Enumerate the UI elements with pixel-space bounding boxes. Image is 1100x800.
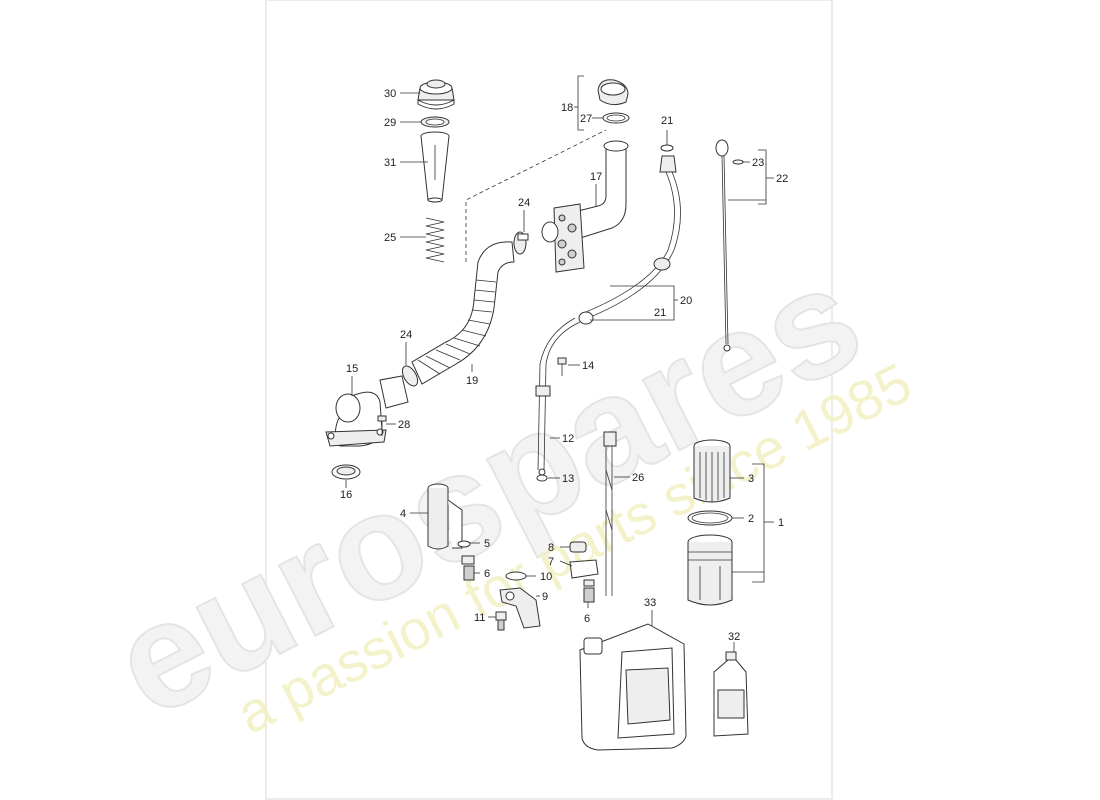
callout-13: 13 — [562, 473, 574, 485]
part-27-seal — [602, 112, 630, 124]
callout-2: 2 — [748, 513, 754, 525]
callout-10: 10 — [540, 571, 552, 583]
callout-28: 28 — [398, 419, 410, 431]
part-1-filter-housing — [687, 534, 733, 606]
callout-12: 12 — [562, 433, 574, 445]
part-24-clamp-lower — [401, 365, 419, 387]
callout-4: 4 — [400, 508, 406, 520]
part-29-seal — [420, 116, 450, 128]
part-4-breather — [427, 483, 463, 550]
part-33-canister — [579, 623, 687, 751]
part-22-dipstick — [715, 139, 744, 352]
callout-31: 31 — [384, 157, 396, 169]
callout-25: 25 — [384, 232, 396, 244]
part-17-filler-neck — [541, 140, 629, 273]
part-32-bottle — [713, 651, 749, 737]
part-12-tube — [535, 317, 581, 476]
part-28-screw — [377, 415, 387, 436]
part-31-insert — [420, 131, 450, 203]
callout-11: 11 — [474, 612, 485, 624]
part-24-clamp-upper — [513, 231, 529, 255]
part-14-screw — [557, 357, 567, 376]
part-5-seal — [457, 540, 471, 548]
callout-6-left: 6 — [484, 568, 490, 580]
callout-30: 30 — [384, 88, 396, 100]
part-3-filter-element — [693, 439, 731, 503]
part-21-seal-upper — [660, 144, 674, 152]
callout-22: 22 — [776, 173, 788, 185]
callout-7: 7 — [548, 556, 554, 568]
callout-33: 33 — [644, 597, 656, 609]
callout-15: 15 — [346, 363, 358, 375]
callout-20: 20 — [680, 295, 692, 307]
part-9-pipe — [499, 587, 541, 629]
callout-26: 26 — [632, 472, 644, 484]
part-7-bracket — [569, 559, 599, 579]
callout-27: 27 — [580, 113, 592, 125]
part-6-screw-right — [583, 579, 595, 603]
callout-21-lower: 21 — [654, 307, 666, 319]
callout-24-upper: 24 — [518, 197, 530, 209]
part-10-seal — [505, 571, 527, 581]
part-2-seal — [687, 510, 733, 526]
callout-labels: 30 29 31 25 18 27 21 17 24 23 22 20 21 2… — [340, 88, 788, 643]
part-20-guide-tube — [578, 155, 681, 325]
part-8-cushion — [569, 541, 587, 553]
callout-19: 19 — [466, 375, 478, 387]
part-16-seal — [331, 464, 361, 480]
part-25-spring — [425, 217, 445, 263]
part-11-screw — [495, 611, 507, 631]
callout-23: 23 — [752, 157, 764, 169]
part-26-dipstick-tube — [603, 431, 617, 596]
callout-8: 8 — [548, 542, 554, 554]
part-15-elbow — [325, 375, 409, 447]
callout-24-lower: 24 — [400, 329, 412, 341]
part-18-cap — [597, 79, 629, 106]
callout-3: 3 — [748, 473, 754, 485]
callout-6-right: 6 — [584, 613, 590, 625]
part-6-screw-left — [461, 555, 475, 581]
callout-9: 9 — [542, 591, 548, 603]
callout-29: 29 — [384, 117, 396, 129]
part-13-seal — [536, 474, 548, 482]
callout-18: 18 — [561, 102, 573, 114]
callout-1: 1 — [778, 517, 784, 529]
callout-21-upper: 21 — [661, 115, 673, 127]
callout-16: 16 — [340, 489, 352, 501]
callout-14: 14 — [582, 360, 594, 372]
part-30-cap — [417, 79, 455, 110]
part-19-hose — [411, 241, 515, 385]
callout-32: 32 — [728, 631, 740, 643]
callout-17: 17 — [590, 171, 602, 183]
callout-5: 5 — [484, 538, 490, 550]
leader-lines — [345, 75, 774, 652]
